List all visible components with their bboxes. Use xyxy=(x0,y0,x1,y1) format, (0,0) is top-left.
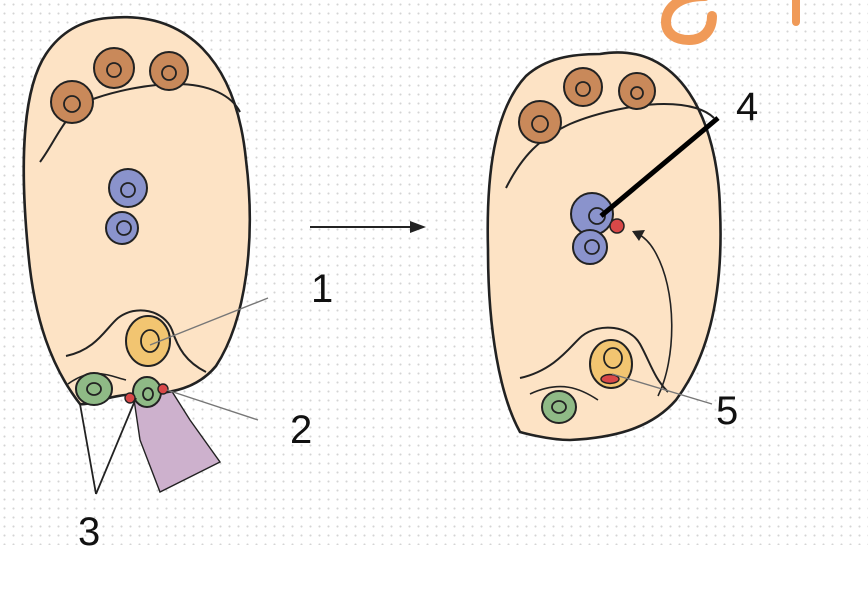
label-2: 2 xyxy=(290,408,312,452)
transition-arrow xyxy=(310,221,426,233)
antipodal-cells xyxy=(50,47,189,124)
antipodal-boundary xyxy=(39,82,241,163)
label-4: 4 xyxy=(736,85,758,129)
polar-nuclei-after xyxy=(570,192,614,265)
sperm-fusing-polar xyxy=(609,218,625,234)
synergids xyxy=(75,372,162,408)
title-fragment xyxy=(660,0,800,46)
sperm-migration-arrow xyxy=(637,233,673,397)
sperm-cells xyxy=(124,383,169,404)
egg-cell xyxy=(125,315,171,367)
leader-line-3b xyxy=(95,397,137,495)
leader-line-1 xyxy=(149,297,269,346)
polar-nuclei xyxy=(105,168,148,245)
label-5: 5 xyxy=(716,389,738,433)
egg-cell-after xyxy=(589,339,633,389)
label-3: 3 xyxy=(78,510,100,554)
leader-line-4 xyxy=(599,116,720,218)
leader-line-3a xyxy=(79,403,97,495)
leader-line-2 xyxy=(166,389,259,421)
leader-line-5 xyxy=(611,373,713,405)
egg-apparatus-boundary xyxy=(65,309,207,373)
antipodal-cells-after xyxy=(518,67,656,144)
embryo-sac-before xyxy=(22,15,252,493)
synergid-after xyxy=(541,390,577,424)
label-1: 1 xyxy=(311,267,333,311)
embryo-sac-after xyxy=(486,51,722,442)
